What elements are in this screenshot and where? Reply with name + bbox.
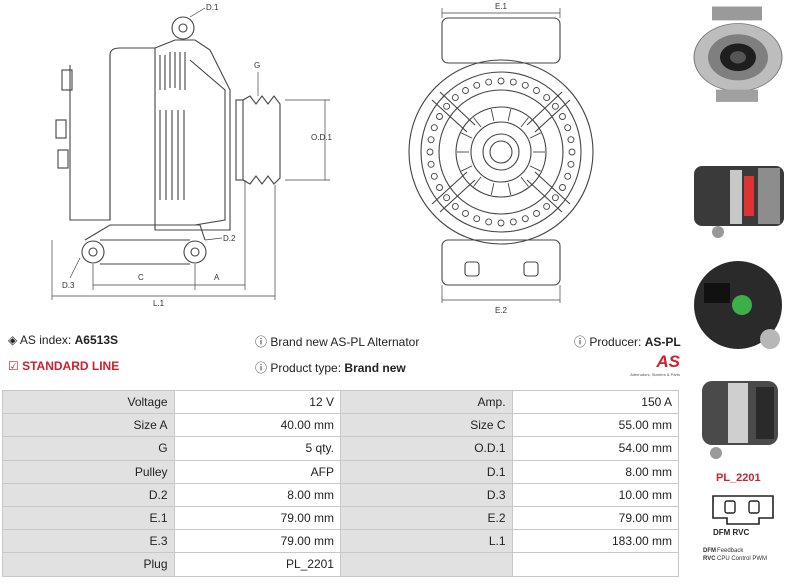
- svg-text:A: A: [214, 273, 220, 282]
- spec-key-cell: Plug: [2, 552, 175, 577]
- spec-key-cell: E.3: [2, 529, 175, 554]
- connector-diagram: DFM RVC: [712, 495, 774, 537]
- svg-text:G: G: [254, 61, 260, 70]
- brand-new-description: ⓘ Brand new AS-PL Alternator: [255, 335, 420, 349]
- alternator-side-view: [55, 16, 281, 265]
- alternator-front-view: [408, 17, 594, 286]
- spec-value-cell: 79.00 mm: [173, 505, 341, 531]
- spec-value-cell: 8.00 mm: [173, 482, 341, 507]
- spec-key-cell: Voltage: [2, 389, 175, 415]
- plug-code-label: PL_2201: [716, 472, 761, 484]
- spec-key-cell: D.1: [339, 459, 513, 484]
- spec-value-cell: 150 A: [511, 389, 680, 415]
- technical-drawing: D.1 G O.D.1 D.2 D.3 C A L.1 E.1 E.2: [51, 2, 594, 315]
- svg-text:D.1: D.1: [206, 3, 219, 12]
- as-index: ◈ AS index: A6513S: [8, 333, 118, 347]
- spec-value-cell: 5 qty.: [173, 436, 341, 461]
- svg-text:L.1: L.1: [153, 299, 165, 308]
- spec-value-cell: AFP: [173, 459, 341, 484]
- svg-text:DFM RVC: DFM RVC: [713, 528, 750, 537]
- svg-text:D.3: D.3: [62, 281, 75, 290]
- spec-key-cell: Pulley: [2, 459, 175, 484]
- spec-value-cell: [511, 552, 680, 577]
- producer: ⓘ Producer: AS-PL: [574, 335, 681, 349]
- tag-icon: ◈: [8, 333, 18, 347]
- spec-key-cell: L.1: [339, 529, 513, 554]
- spec-key-cell: O.D.1: [339, 436, 513, 461]
- info-icon: ⓘ: [255, 361, 268, 375]
- spec-value-cell: 79.00 mm: [511, 505, 680, 531]
- spec-value-cell: 8.00 mm: [511, 459, 680, 484]
- info-icon: ⓘ: [574, 335, 587, 349]
- svg-text:D.2: D.2: [223, 234, 236, 243]
- svg-text:O.D.1: O.D.1: [311, 133, 332, 142]
- check-square-icon: ☑: [8, 359, 19, 373]
- svg-text:E.2: E.2: [495, 306, 508, 315]
- spec-value-cell: PL_2201: [173, 552, 341, 577]
- product-photo-angle: [702, 381, 778, 459]
- spec-value-cell: 12 V: [173, 389, 341, 415]
- spec-key-cell: E.2: [339, 505, 513, 531]
- spec-key-cell: [339, 552, 513, 577]
- spec-value-cell: 79.00 mm: [173, 529, 341, 554]
- connector-legend: DFMFeedback RVCCPU Control PWM: [703, 547, 767, 563]
- spec-key-cell: E.1: [2, 505, 175, 531]
- svg-text:E.1: E.1: [495, 2, 508, 11]
- spec-value-cell: 54.00 mm: [511, 436, 680, 461]
- as-pl-logo: AS Alternators, Starters & Parts: [630, 352, 680, 377]
- spec-key-cell: Size A: [2, 413, 175, 438]
- info-icon: ⓘ: [255, 335, 268, 349]
- legend-row: DFMFeedback: [703, 548, 744, 554]
- spec-value-cell: 183.00 mm: [511, 529, 680, 554]
- product-type: ⓘ Product type: Brand new: [255, 361, 406, 375]
- spec-key-cell: Size C: [339, 413, 513, 438]
- product-photo-rear: [694, 261, 782, 349]
- spec-key-cell: G: [2, 436, 175, 461]
- legend-row: RVCCPU Control PWM: [703, 556, 768, 562]
- spec-key-cell: D.2: [2, 482, 175, 507]
- spec-key-cell: D.3: [339, 482, 513, 507]
- spec-key-cell: Amp.: [339, 389, 513, 415]
- spec-value-cell: 55.00 mm: [511, 413, 680, 438]
- product-photo-side: [694, 166, 784, 238]
- spec-value-cell: 40.00 mm: [173, 413, 341, 438]
- spec-value-cell: 10.00 mm: [511, 482, 680, 507]
- svg-text:C: C: [138, 273, 144, 282]
- product-photo-front: [693, 6, 783, 102]
- standard-line-badge: ☑ STANDARD LINE: [8, 359, 120, 373]
